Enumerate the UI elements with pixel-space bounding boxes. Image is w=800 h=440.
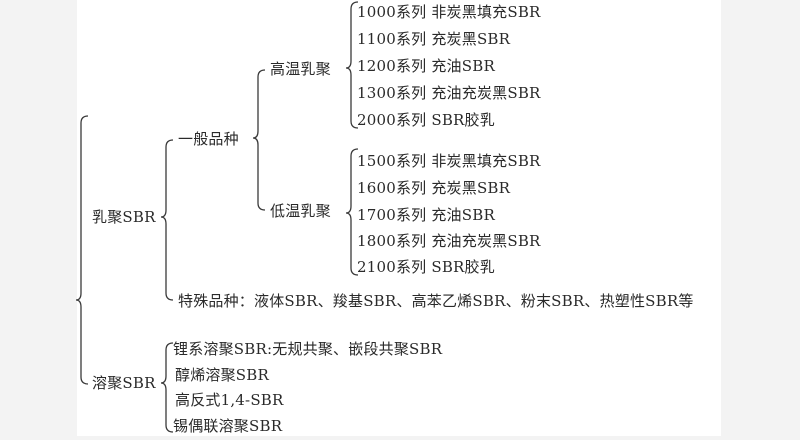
diagram-canvas <box>77 0 721 436</box>
node-solution-sbr: 溶聚SBR <box>92 374 156 392</box>
leaf-item: 1700系列 充油SBR <box>357 206 495 224</box>
leaf-item: 2100系列 SBR胶乳 <box>357 258 495 276</box>
leaf-item: 1300系列 充油充炭黑SBR <box>357 84 541 102</box>
leaf-item: 高反式1,4-SBR <box>175 391 284 409</box>
leaf-item: 锡偶联溶聚SBR <box>173 417 283 435</box>
leaf-item: 醇烯溶聚SBR <box>175 366 269 384</box>
node-emulsion-sbr: 乳聚SBR <box>92 208 156 226</box>
leaf-item: 1600系列 充炭黑SBR <box>357 179 511 197</box>
node-special-variety: 特殊品种：液体SBR、羧基SBR、高苯乙烯SBR、粉末SBR、热塑性SBR等 <box>178 292 694 310</box>
leaf-item: 1800系列 充油充炭黑SBR <box>357 232 541 250</box>
leaf-item: 1000系列 非炭黑填充SBR <box>357 3 541 21</box>
leaf-item: 1200系列 充油SBR <box>357 57 495 75</box>
leaf-item: 锂系溶聚SBR:无规共聚、嵌段共聚SBR <box>173 340 443 358</box>
leaf-item: 1500系列 非炭黑填充SBR <box>357 152 541 170</box>
leaf-item: 2000系列 SBR胶乳 <box>357 111 495 129</box>
node-high-temp-emulsion: 高温乳聚 <box>270 60 331 78</box>
node-general-variety: 一般品种 <box>178 130 239 148</box>
leaf-item: 1100系列 充炭黑SBR <box>357 30 511 48</box>
node-low-temp-emulsion: 低温乳聚 <box>270 202 331 220</box>
